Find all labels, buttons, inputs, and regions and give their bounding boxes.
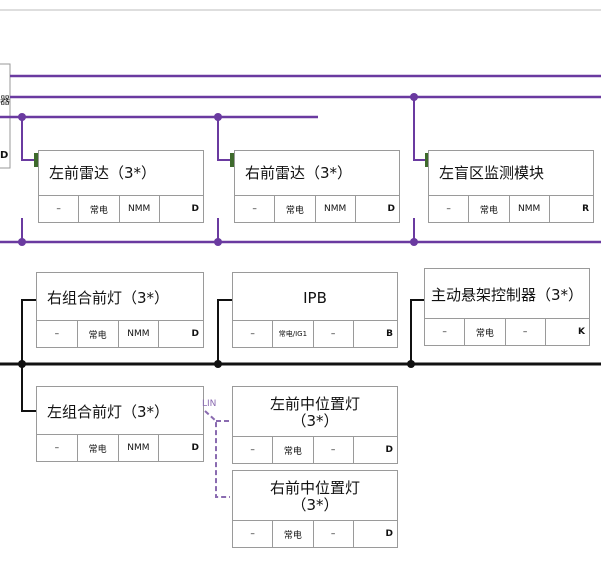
lin-bus <box>204 410 230 498</box>
cell-code: B <box>386 329 393 339</box>
node-cells: – 常电 NMM D <box>37 320 203 347</box>
drop-front-left-radar-hi <box>21 117 38 161</box>
cell-mode: NMM <box>316 196 356 222</box>
node-cells: – 常电 – D <box>233 436 397 463</box>
cell-fuse: – <box>233 521 274 547</box>
node-cells: – 常电 NMM R <box>429 195 593 222</box>
cell-mode: NMM <box>510 196 550 222</box>
node-active-suspension-controller[interactable]: 主动悬架控制器（3*） – 常电 – K <box>424 268 590 346</box>
cell-power: 常电/IG1 <box>273 321 314 347</box>
cell-code: D <box>385 445 393 455</box>
cell-code: R <box>582 204 589 214</box>
cell-power: 常电 <box>273 437 314 463</box>
cell-code: D <box>191 204 199 214</box>
cell-mode: – <box>314 437 354 463</box>
cell-mode: – <box>314 321 354 347</box>
cell-code: D <box>191 329 199 339</box>
cell-fuse: – <box>37 321 78 347</box>
node-front-left-radar[interactable]: 左前雷达（3*） – 常电 NMM D <box>38 150 204 223</box>
node-left-headlamp[interactable]: 左组合前灯（3*） – 常电 NMM D <box>36 386 204 462</box>
left-fragment-label-top: 器 <box>0 96 10 107</box>
cell-power: 常电 <box>79 196 120 222</box>
node-left-blindspot-monitor[interactable]: 左盲区监测模块 – 常电 NMM R <box>428 150 594 223</box>
cell-power: 常电 <box>469 196 510 222</box>
node-front-right-radar[interactable]: 右前雷达（3*） – 常电 NMM D <box>234 150 400 223</box>
connector-front-left-radar <box>34 153 39 167</box>
drop-ipb <box>217 299 232 364</box>
cell-fuse: – <box>425 319 466 345</box>
node-left-front-position-lamp[interactable]: 左前中位置灯（3*） – 常电 – D <box>232 386 398 464</box>
node-title: 左组合前灯（3*） <box>47 402 170 421</box>
cell-fuse: – <box>37 435 78 461</box>
node-title: 右组合前灯（3*） <box>47 288 170 307</box>
cell-mode: NMM <box>119 321 160 347</box>
cell-code: D <box>387 204 395 214</box>
cell-fuse: – <box>233 321 274 347</box>
node-cells: – 常电 NMM D <box>235 195 399 222</box>
drop-blindspot-hi <box>413 97 428 161</box>
lin-label: LIN <box>202 399 217 409</box>
cell-mode: NMM <box>119 435 160 461</box>
node-cells: – 常电 – K <box>425 318 589 345</box>
cell-mode: – <box>506 319 546 345</box>
cell-fuse: – <box>39 196 80 222</box>
cell-fuse: – <box>429 196 470 222</box>
node-right-front-position-lamp[interactable]: 右前中位置灯（3*） – 常电 – D <box>232 470 398 548</box>
drop-left-headlamp <box>21 364 36 412</box>
node-cells: – 常电/IG1 – B <box>233 320 397 347</box>
cell-fuse: – <box>233 437 274 463</box>
drop-right-headlamp <box>21 299 36 364</box>
node-title: 主动悬架控制器（3*） <box>431 285 584 304</box>
cell-code: D <box>191 443 199 453</box>
cell-fuse: – <box>235 196 276 222</box>
node-ipb[interactable]: IPB – 常电/IG1 – B <box>232 272 398 348</box>
cell-power: 常电 <box>273 521 314 547</box>
node-cells: – 常电 – D <box>233 520 397 547</box>
cell-code: K <box>578 327 585 337</box>
left-fragment-label-bottom: D <box>0 150 9 161</box>
node-title: 右前中位置灯（3*） <box>269 479 360 514</box>
node-title: IPB <box>303 288 327 307</box>
connector-front-right-radar <box>230 153 235 167</box>
node-title: 左盲区监测模块 <box>439 163 545 182</box>
cell-power: 常电 <box>465 319 506 345</box>
node-cells: – 常电 NMM D <box>39 195 203 222</box>
cell-mode: – <box>314 521 354 547</box>
drop-suspension <box>410 299 424 364</box>
node-right-headlamp[interactable]: 右组合前灯（3*） – 常电 NMM D <box>36 272 204 348</box>
node-cells: – 常电 NMM D <box>37 434 203 461</box>
cell-power: 常电 <box>78 321 119 347</box>
cell-power: 常电 <box>275 196 316 222</box>
cell-code: D <box>385 529 393 539</box>
connector-blindspot <box>425 153 430 167</box>
cell-mode: NMM <box>120 196 160 222</box>
node-title: 右前雷达（3*） <box>245 163 353 182</box>
drop-front-right-radar-hi <box>217 117 234 161</box>
node-title: 左前中位置灯（3*） <box>269 395 360 430</box>
cell-power: 常电 <box>78 435 119 461</box>
node-title: 左前雷达（3*） <box>49 163 157 182</box>
